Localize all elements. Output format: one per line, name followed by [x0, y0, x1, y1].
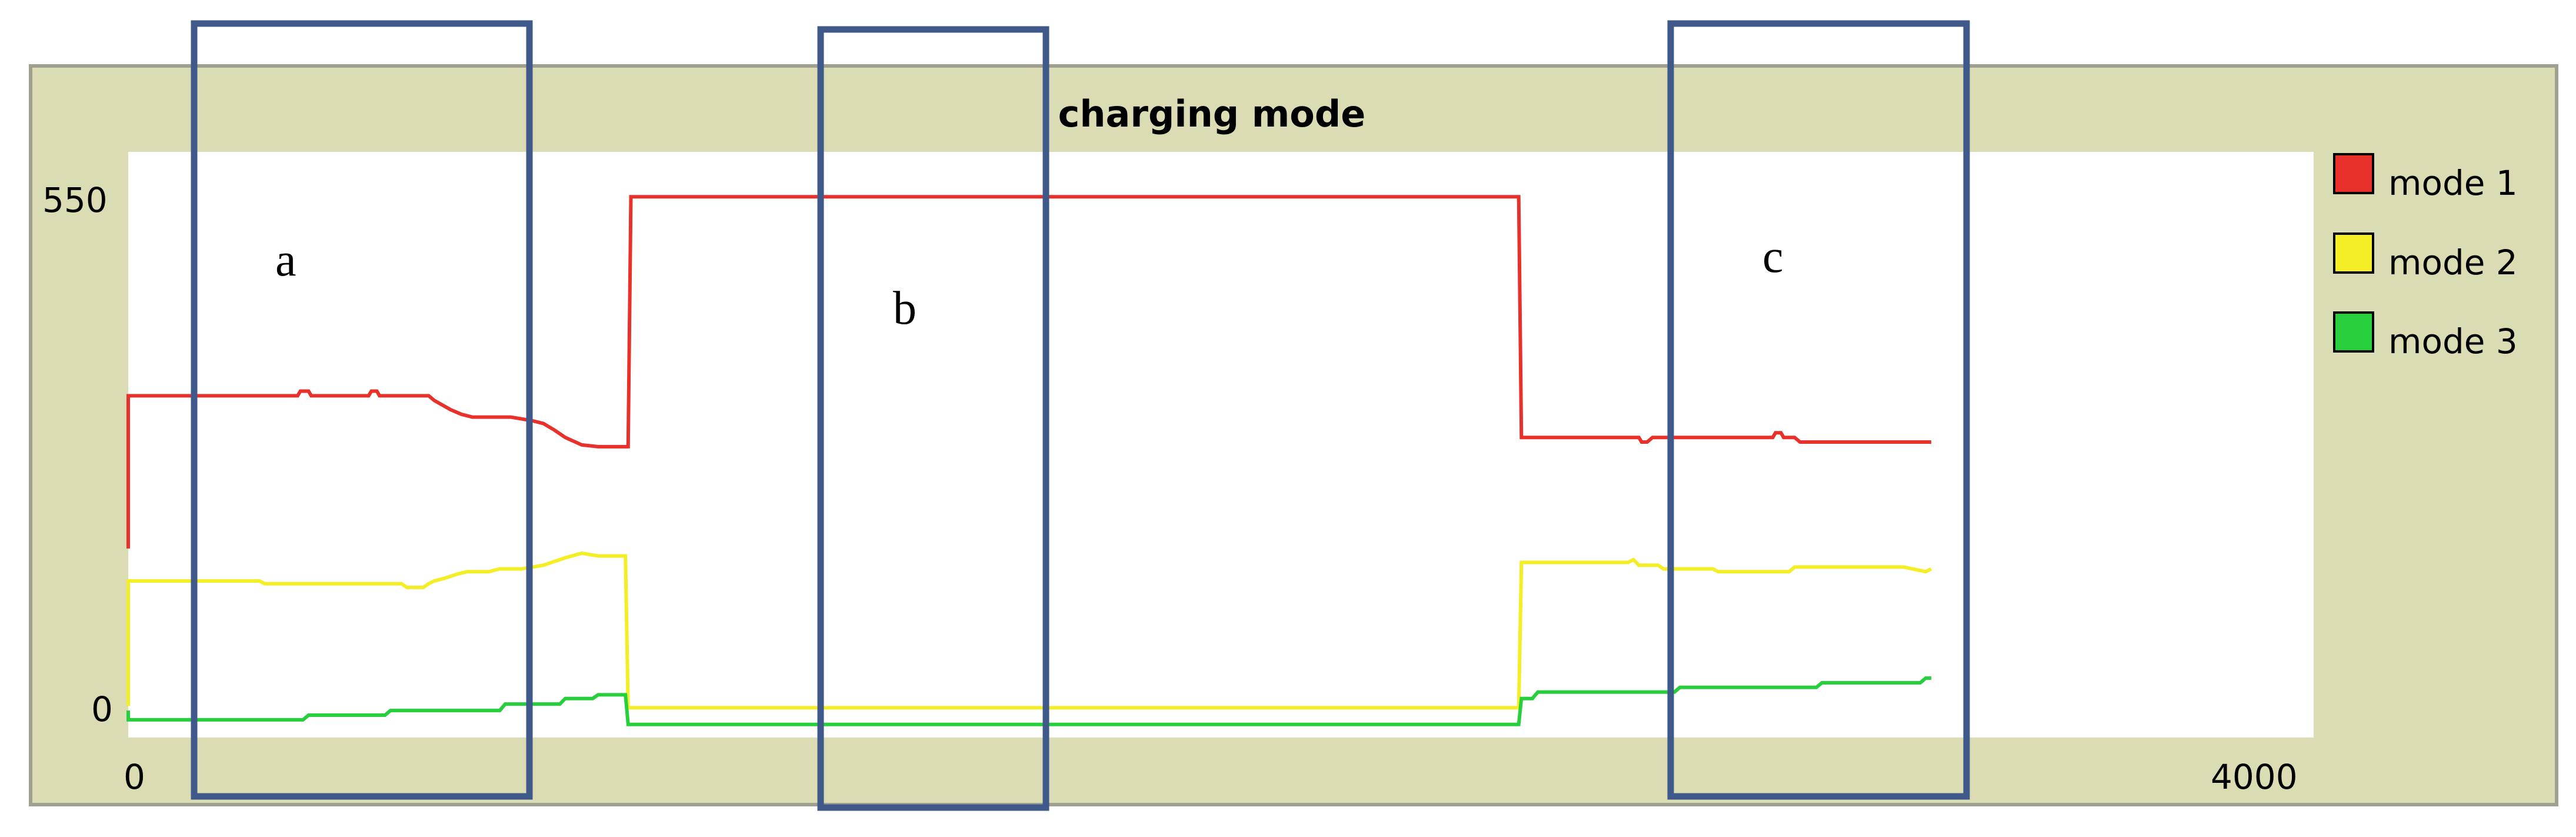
legend: mode 1 mode 2 mode 3	[2333, 153, 2518, 361]
series-line-mode-2	[126, 551, 1932, 710]
series-layer	[126, 195, 1932, 726]
highlight-box-c	[1667, 20, 1970, 800]
annotation-c: c	[1762, 231, 1784, 283]
y-tick-min: 0	[91, 689, 113, 729]
x-tick-min: 0	[124, 757, 145, 797]
x-tick-max: 4000	[2211, 757, 2298, 797]
y-tick-max: 550	[42, 180, 108, 220]
highlight-box-b	[817, 26, 1049, 811]
legend-label-mode-2: mode 2	[2388, 243, 2518, 283]
highlight-box-a	[191, 20, 533, 800]
series-line-mode-3	[126, 676, 1931, 726]
annotation-a: a	[275, 234, 296, 286]
legend-label-mode-3: mode 3	[2388, 321, 2518, 361]
series-line-mode-1	[126, 195, 1931, 549]
chart-title: charging mode	[1058, 92, 1366, 135]
plot-area	[128, 152, 2314, 738]
legend-label-mode-1: mode 1	[2388, 163, 2518, 203]
annotation-b: b	[893, 283, 917, 334]
legend-swatch-mode-3	[2333, 311, 2374, 353]
legend-swatch-mode-2	[2333, 232, 2374, 274]
legend-swatch-mode-1	[2333, 153, 2374, 194]
